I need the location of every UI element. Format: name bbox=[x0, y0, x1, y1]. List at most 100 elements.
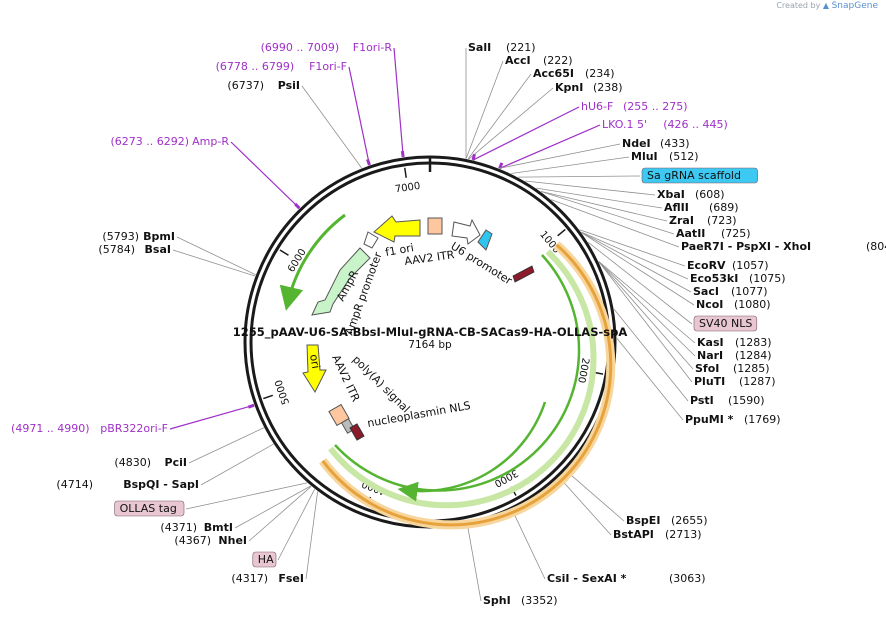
site-leader-line bbox=[305, 491, 319, 580]
f1ori-arrow bbox=[373, 215, 421, 243]
aav2-itr-top-box bbox=[427, 217, 443, 235]
site-leader-line bbox=[579, 229, 686, 267]
site-leader-line bbox=[230, 141, 300, 209]
site-coord: (6273 .. 6292) bbox=[110, 135, 189, 148]
site-leader-line bbox=[176, 236, 256, 276]
scaffold-arrow bbox=[477, 229, 493, 251]
site-leader-line bbox=[277, 488, 315, 561]
site-name: NarI bbox=[697, 349, 723, 362]
site-coord: (3352) bbox=[521, 594, 558, 607]
site-coord: (4714) bbox=[56, 478, 93, 491]
site-coord: (4830) bbox=[114, 456, 151, 469]
site-leader-line bbox=[558, 476, 612, 536]
site-coord: (512) bbox=[669, 150, 699, 163]
plasmid-name: 1255_pAAV-U6-SA-BbsI-MluI-gRNA-CB-SACas9… bbox=[233, 325, 628, 340]
site-leader-line bbox=[598, 261, 696, 344]
site-name: F1ori-R bbox=[353, 41, 393, 54]
site-name: AatII bbox=[676, 227, 705, 240]
sacas9-cds-arc bbox=[321, 243, 613, 527]
site-name: PluTI bbox=[694, 375, 725, 388]
promoter-marker bbox=[512, 265, 535, 283]
site-coord: (3063) bbox=[669, 572, 706, 585]
site-leader-line bbox=[172, 249, 256, 277]
site-leader-line bbox=[581, 231, 689, 280]
primer-marker bbox=[498, 162, 504, 170]
site-coord: (725) bbox=[721, 227, 751, 240]
plasmid-length: 7164 bp bbox=[408, 339, 452, 351]
site-name: SphI bbox=[483, 594, 511, 607]
ampr-promoter-arrow bbox=[363, 231, 379, 249]
feature-label-box bbox=[114, 500, 185, 517]
primer-marker bbox=[400, 150, 405, 158]
site-coord: (1283) bbox=[735, 336, 772, 349]
site-coord: (5784) bbox=[98, 243, 135, 256]
feature-label-box bbox=[693, 315, 758, 332]
site-leader-line bbox=[518, 175, 641, 178]
site-name: FseI bbox=[278, 572, 304, 585]
site-coord: (2655) bbox=[671, 514, 708, 527]
feature-label: SV40 NLS bbox=[699, 317, 752, 330]
site-leader-line bbox=[468, 87, 554, 160]
site-leader-line bbox=[511, 156, 630, 174]
site-leader-line bbox=[499, 143, 621, 169]
site-leader-line bbox=[248, 486, 312, 542]
site-coord: (4317) bbox=[231, 572, 268, 585]
site-name: SacI bbox=[693, 285, 719, 298]
site-coord: (4971 .. 4990) bbox=[11, 422, 90, 435]
site-name: BpmI bbox=[143, 230, 175, 243]
site-leader-line bbox=[581, 232, 695, 306]
site-leader-line bbox=[348, 66, 371, 166]
site-name: LKO.1 5' bbox=[602, 118, 647, 131]
site-name: PsiI bbox=[278, 79, 300, 92]
site-coord: (234) bbox=[585, 67, 615, 80]
site-name: Amp-R bbox=[192, 135, 229, 148]
site-leader-line bbox=[598, 261, 693, 383]
site-coord: (2713) bbox=[665, 528, 702, 541]
site-name: AccI bbox=[505, 54, 531, 67]
site-leader-line bbox=[598, 261, 696, 357]
site-leader-line bbox=[472, 106, 580, 161]
site-coord: (608) bbox=[695, 188, 725, 201]
site-name: BspQI - SapI bbox=[123, 478, 199, 491]
inner-green-arc bbox=[334, 254, 581, 492]
site-coord: (4367) bbox=[174, 534, 211, 547]
site-coord: (723) bbox=[707, 214, 737, 227]
feature-label: HA bbox=[258, 553, 274, 566]
site-name: pBR322ori-F bbox=[100, 422, 168, 435]
site-coord: (1285) bbox=[733, 362, 770, 375]
site-leader-line bbox=[536, 187, 663, 209]
site-name: MluI bbox=[631, 150, 658, 163]
site-name: ZraI bbox=[669, 214, 694, 227]
site-leader-line bbox=[188, 427, 264, 464]
ampr-feature-arrow bbox=[279, 213, 346, 311]
site-name: CsiI - SexAI * bbox=[547, 572, 627, 585]
polya-label: poly(A) signal bbox=[350, 353, 413, 416]
site-leader-line bbox=[465, 60, 504, 159]
site-leader-line bbox=[598, 261, 694, 370]
site-name: PstI bbox=[690, 394, 714, 407]
site-coord: (804) bbox=[866, 240, 886, 253]
feature-label: Sa gRNA scaffold bbox=[647, 169, 741, 182]
tick-mark bbox=[404, 167, 407, 178]
primer-marker bbox=[366, 158, 371, 166]
ori-arrow bbox=[302, 344, 327, 394]
site-name: PpuMI * bbox=[685, 413, 734, 426]
nls-label: nucleoplasmin NLS bbox=[366, 399, 471, 430]
site-labels: SalI(221)AccI(222)Acc65I(234)KpnI(238)hU… bbox=[11, 41, 886, 607]
site-coord: (238) bbox=[593, 81, 623, 94]
site-coord: (1077) bbox=[731, 285, 768, 298]
feature-label-box bbox=[252, 551, 277, 568]
site-leader-line bbox=[581, 232, 692, 293]
site-coord: (1590) bbox=[728, 394, 765, 407]
site-leader-line bbox=[234, 485, 311, 529]
site-coord: (1769) bbox=[744, 413, 781, 426]
ori-label: ori bbox=[307, 353, 322, 369]
site-name: NheI bbox=[218, 534, 247, 547]
site-leader-line bbox=[200, 443, 274, 486]
u6-promoter-label: U6 promoter bbox=[448, 240, 514, 288]
site-leader-line bbox=[565, 470, 625, 522]
site-name: EcoRV bbox=[687, 259, 726, 272]
site-leader-line bbox=[511, 509, 546, 580]
site-name: Eco53kI bbox=[690, 272, 738, 285]
u6-promoter-arrow bbox=[451, 218, 481, 245]
